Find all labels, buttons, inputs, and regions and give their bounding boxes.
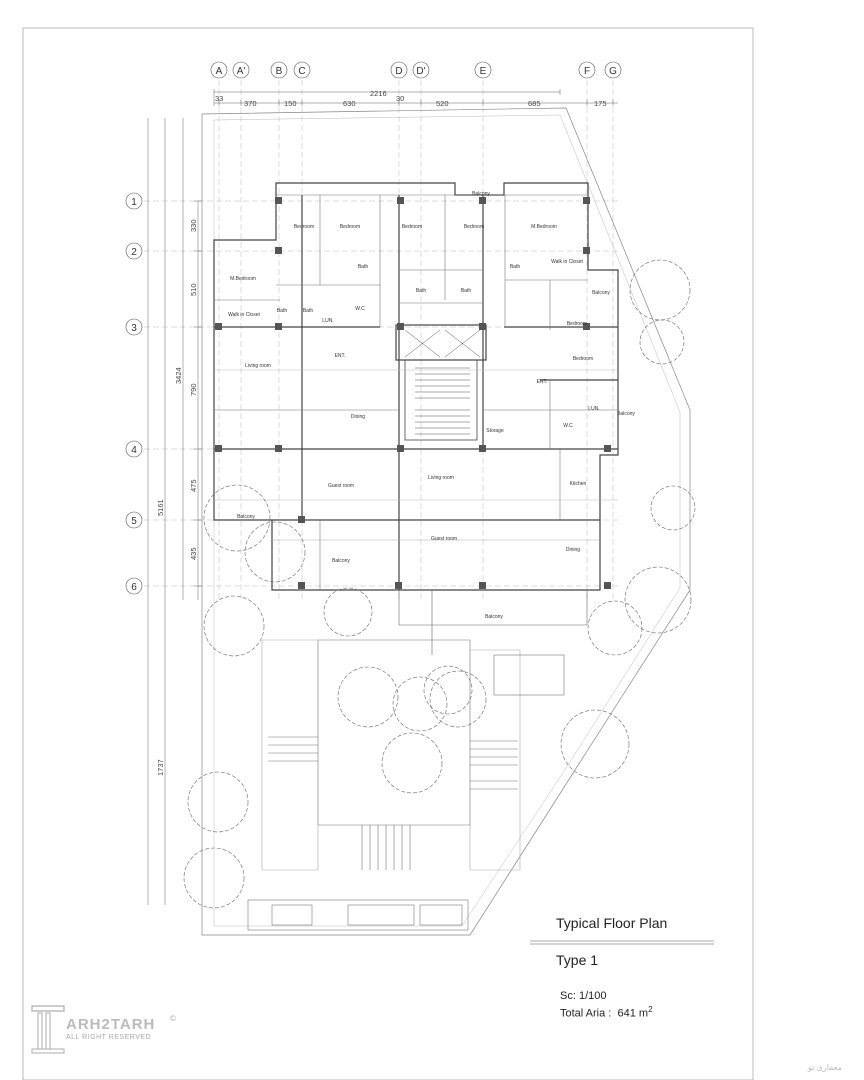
row-grid-bubbles: 1 2 3 4 5 6 (125, 192, 143, 595)
grid-col-D: D (395, 66, 402, 77)
label-bedroom-2: Bedroom (340, 224, 360, 230)
label-bath-2: Bath (461, 288, 472, 294)
brand-logo: ARH2TARH © ALL RIGHT RESERVED (30, 1000, 180, 1055)
label-living-right: Living room (428, 475, 454, 481)
grid-row-2: 2 (131, 247, 137, 258)
structural-columns (215, 197, 611, 589)
dim-top-1: 33 (215, 94, 223, 103)
label-balcony-right-1: Balcony (592, 290, 610, 296)
grid-row-1: 1 (131, 197, 137, 208)
bottom-balcony (398, 590, 588, 655)
building-walls (213, 182, 619, 591)
grid-col-A-prime: A' (237, 66, 246, 77)
logo-name: ARH2TARH (66, 1016, 156, 1033)
label-bedroom-right: Bedroom (567, 321, 587, 327)
room-partitions (214, 194, 618, 590)
grid-col-B: B (276, 66, 283, 77)
total-area-unit-exp: 2 (648, 1005, 653, 1014)
title-underline (530, 940, 714, 945)
label-bath-3: Bath (358, 264, 369, 270)
dim-left-2: 510 (189, 283, 198, 296)
label-dining-left: Dining (351, 414, 365, 420)
label-living-left: Living room (245, 363, 271, 369)
dim-left-5: 435 (189, 547, 198, 560)
grid-col-E: E (480, 66, 487, 77)
column-logo-icon (31, 1005, 65, 1054)
grid-col-C: C (298, 66, 305, 77)
label-balcony-bottom-left: Balcony (332, 558, 350, 564)
label-m-bedroom-left: M.Bedroom (230, 276, 256, 282)
dim-left-1: 330 (189, 219, 198, 232)
dim-total-top: 2216 (370, 89, 387, 98)
stair-core (404, 329, 481, 435)
grid-row-3: 3 (131, 323, 137, 334)
label-bath-6: Bath (303, 308, 314, 314)
site-boundary (201, 107, 691, 936)
total-area-label: Total Aria : (560, 1007, 612, 1020)
label-balcony-top: Balcony (472, 191, 490, 197)
label-lun-left: LUN. (322, 318, 333, 324)
left-dimension-lines: 330 510 790 475 435 3424 5161 1737 (147, 118, 202, 905)
grid-col-D-prime: D' (416, 66, 425, 77)
label-bedroom-1: Bedroom (294, 224, 314, 230)
label-kitchen: Kitchen (570, 481, 587, 487)
drawing-title: Typical Floor Plan (556, 915, 668, 931)
dim-top-2: 370 (244, 99, 257, 108)
label-bedroom-4: Bedroom (464, 224, 484, 230)
label-dining-right: Dining (566, 547, 580, 553)
total-area-value: 641 m (617, 1007, 649, 1020)
label-storage: Storage (486, 428, 504, 434)
label-walkin-left: Walk in Closet (228, 312, 260, 318)
label-balcony-bottom: Balcony (485, 614, 503, 620)
label-bath-5: Bath (277, 308, 288, 314)
label-ent-right: ENT. (537, 379, 548, 385)
label-guest-left: Guest room (328, 483, 354, 489)
plan-type: Type 1 (556, 952, 599, 968)
grid-col-G: G (609, 66, 617, 77)
label-bath-4: Bath (510, 264, 521, 270)
dim-top-7: 685 (528, 99, 541, 108)
label-wc-right: W.C (563, 423, 573, 429)
dim-top-4: 630 (343, 99, 356, 108)
grid-row-5: 5 (131, 516, 137, 527)
label-balcony-right-2: Balcony (617, 411, 635, 417)
label-guest-right: Guest room (431, 536, 457, 542)
label-bedroom-right-2: Bedroom (573, 356, 593, 362)
logo-copyright: © (170, 1014, 176, 1023)
label-m-bedroom-right: M.Bedroom (531, 224, 557, 230)
dim-top-8: 175 (594, 99, 607, 108)
dim-left-overall: 3424 (174, 367, 183, 384)
grid-row-6: 6 (131, 582, 137, 593)
corner-watermark: معماری تو (808, 1063, 842, 1072)
dim-left-site: 1737 (156, 759, 165, 776)
logo-rights: ALL RIGHT RESERVED (66, 1034, 152, 1041)
grid-lines (144, 80, 620, 600)
grid-col-F: F (584, 66, 590, 77)
dim-top-3: 150 (284, 99, 297, 108)
top-dimension-line: 2216 33 370 150 630 30 520 685 175 (213, 89, 618, 108)
label-walkin-right: Walk in Closet (551, 259, 583, 265)
label-balcony-left: Balcony (237, 514, 255, 520)
label-wc-left: W.C (355, 306, 365, 312)
trees (183, 259, 696, 909)
courtyard-landscape (247, 639, 565, 931)
drawing-scale: Sc: 1/100 (560, 990, 607, 1002)
label-lun-right: LUN. (588, 406, 599, 412)
grid-col-A: A (216, 66, 223, 77)
label-ent-left: ENT. (335, 353, 346, 359)
total-area: Total Aria : 641 m2 (560, 1005, 653, 1020)
column-grid-bubbles: A A' B C D D' E F G (210, 61, 622, 79)
dim-top-6: 520 (436, 99, 449, 108)
room-labels: Balcony Bedroom Bedroom Bedroom Bedroom … (228, 191, 635, 620)
dim-left-4: 475 (189, 479, 198, 492)
label-bath-1: Bath (416, 288, 427, 294)
grid-row-4: 4 (131, 445, 137, 456)
dim-left-total: 5161 (156, 499, 165, 516)
dim-left-3: 790 (189, 383, 198, 396)
dim-top-5: 30 (396, 94, 404, 103)
label-bedroom-3: Bedroom (402, 224, 422, 230)
sheet-border (22, 27, 754, 1080)
